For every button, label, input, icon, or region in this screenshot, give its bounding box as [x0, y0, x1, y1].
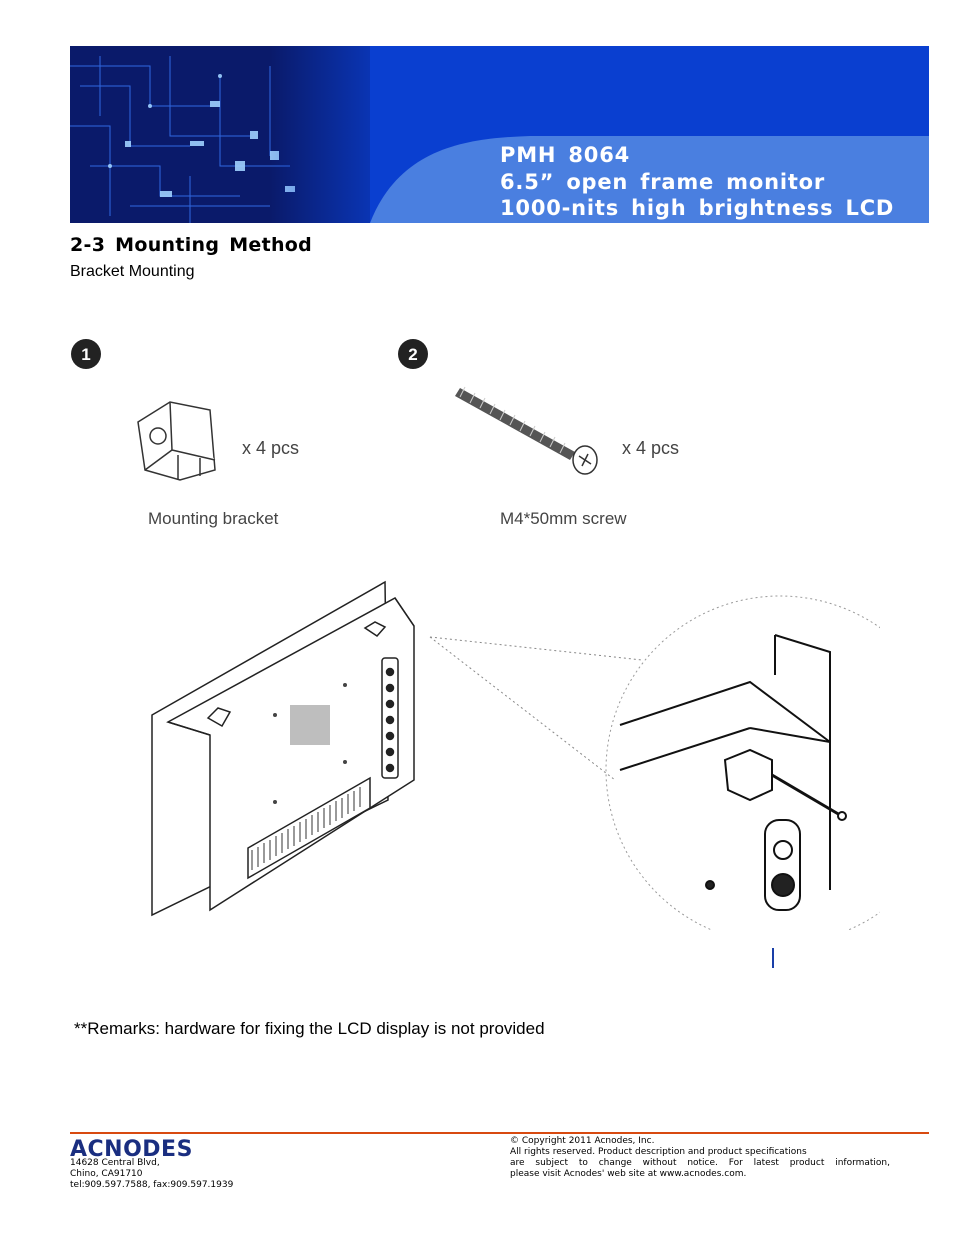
product-feature: 1000-nits high brightness LCD [500, 196, 895, 220]
product-title: PMH 8064 6.5” open frame monitor 1000-ni… [500, 142, 894, 222]
address-city: Chino, CA91710 [70, 1169, 143, 1179]
title-band [370, 136, 929, 223]
bracket-quantity: x 4 pcs [242, 438, 299, 458]
margin-mark [772, 948, 774, 968]
screw-illustration [455, 386, 598, 475]
svg-text:1: 1 [81, 345, 90, 364]
mounting-bracket-illustration [137, 401, 216, 481]
zoom-detail-illustration [619, 634, 847, 911]
section-subtitle: Bracket Mounting [70, 263, 195, 280]
mounting-diagram: 1 2 x 4 pcs Mounting bracket x 4 pcs M4*… [71, 339, 880, 930]
screw-label: M4*50mm screw [500, 509, 627, 528]
footer-address: 14628 Central Blvd, Chino, CA91710 tel:9… [70, 1158, 233, 1191]
address-phone: tel:909.597.7588, fax:909.597.1939 [70, 1180, 234, 1190]
website-line: please visit Acnodes' web site at www.ac… [510, 1169, 747, 1179]
copyright-line: © Copyright 2011 Acnodes, Inc. [510, 1136, 655, 1146]
notice-line: are subject to change without notice. Fo… [510, 1158, 890, 1168]
callout-lines [429, 636, 643, 781]
product-model: PMH 8064 [500, 143, 631, 167]
svg-text:ACNODES: ACNODES [70, 1137, 193, 1158]
product-description: 6.5” open frame monitor [500, 169, 826, 194]
acnodes-logo: ACNODES [70, 1137, 193, 1158]
zoom-callout-circle [605, 595, 880, 930]
step-2-badge: 2 [398, 339, 428, 369]
bracket-label: Mounting bracket [148, 509, 279, 528]
footer-copyright: © Copyright 2011 Acnodes, Inc. All right… [510, 1136, 890, 1180]
remarks-note: **Remarks: hardware for fixing the LCD d… [74, 1019, 545, 1038]
monitor-rear-illustration [151, 580, 415, 917]
step-1-badge: 1 [71, 339, 101, 369]
address-street: 14628 Central Blvd, [70, 1158, 160, 1168]
section-title: 2-3 Mounting Method [70, 234, 313, 256]
footer-rule [70, 1132, 929, 1134]
rights-line: All rights reserved. Product description… [510, 1147, 807, 1157]
svg-text:2: 2 [408, 345, 417, 364]
screw-quantity: x 4 pcs [622, 438, 679, 458]
header-banner: PMH 8064 6.5” open frame monitor 1000-ni… [70, 46, 929, 223]
